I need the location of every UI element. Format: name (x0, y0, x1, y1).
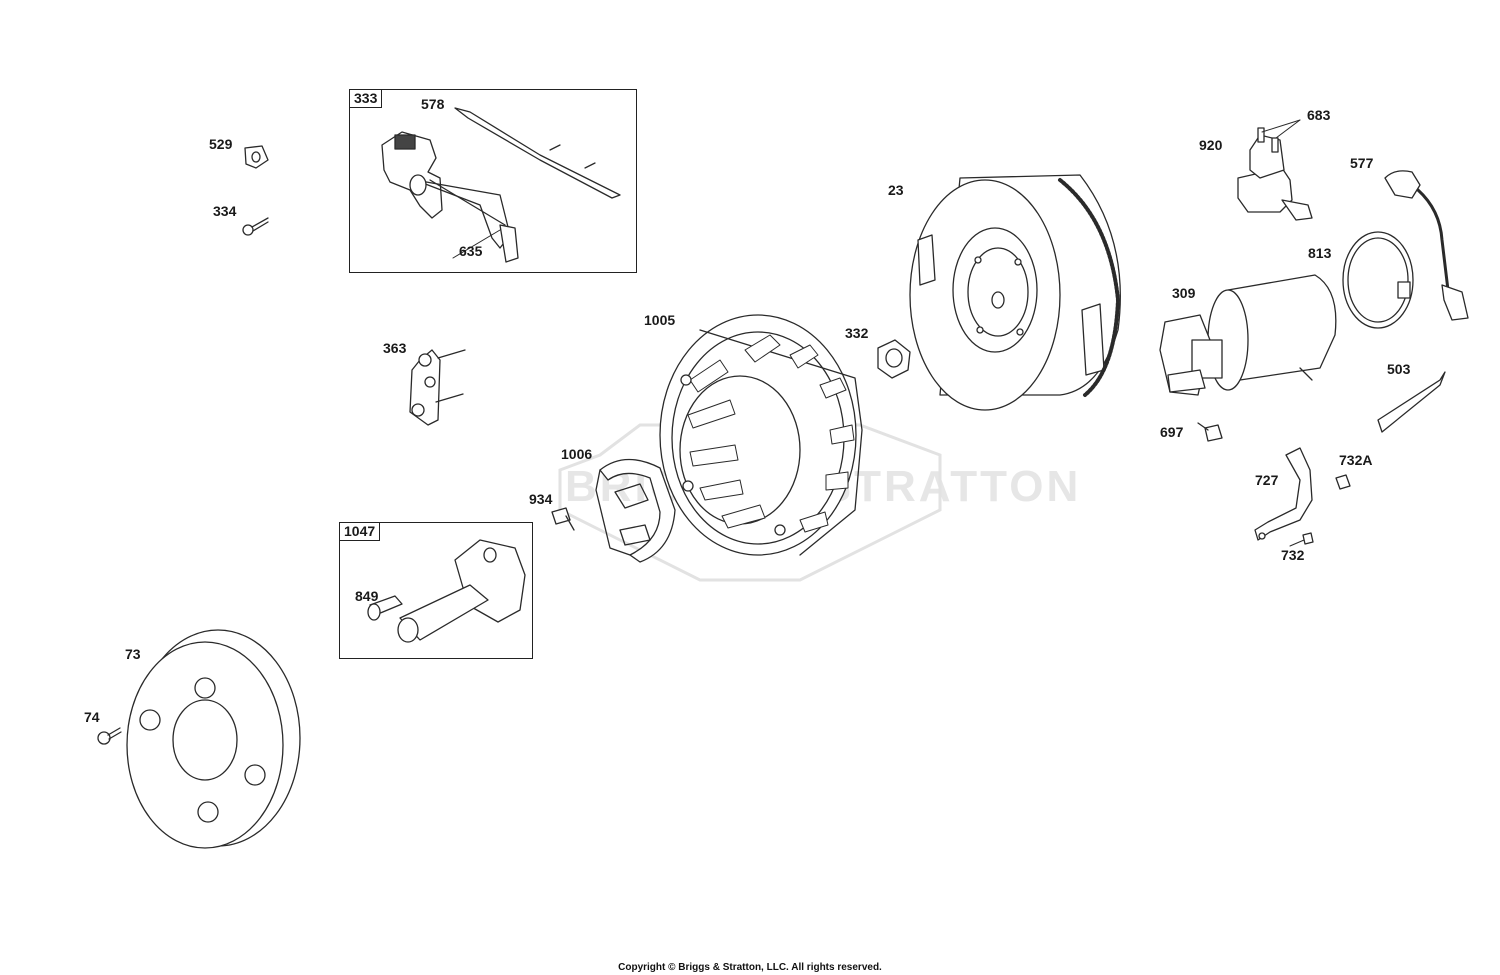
callout-333: 333 (349, 89, 383, 108)
part-332-nut (877, 339, 911, 379)
callout-697: 697 (1160, 424, 1184, 440)
part-813-strap (1342, 231, 1414, 329)
callout-363: 363 (383, 340, 407, 356)
part-934-screw (551, 507, 575, 531)
callout-732A: 732A (1339, 452, 1373, 468)
callout-309: 309 (1172, 285, 1196, 301)
detail-frame-1047 (339, 522, 533, 659)
part-334-screw (242, 217, 269, 236)
callout-920: 920 (1199, 137, 1223, 153)
callout-73: 73 (125, 646, 141, 662)
part-309-starter (1159, 274, 1337, 396)
callout-529: 529 (209, 136, 233, 152)
callout-23: 23 (888, 182, 904, 198)
callout-332: 332 (845, 325, 869, 341)
callout-578: 578 (421, 96, 445, 112)
part-849-key (367, 595, 403, 621)
part-73-guard (126, 629, 301, 849)
part-23-flywheel (909, 174, 1121, 411)
part-333-ignition-module (381, 131, 519, 263)
part-732-nut (1302, 532, 1314, 545)
copyright-notice: Copyright © Briggs & Stratton, LLC. All … (618, 962, 882, 973)
callout-934: 934 (529, 491, 553, 507)
callout-635: 635 (459, 243, 483, 259)
part-503-bracket (1377, 371, 1446, 433)
part-732A-screw (1335, 474, 1351, 490)
part-74-screw (97, 727, 122, 745)
callout-813: 813 (1308, 245, 1332, 261)
callout-732: 732 (1281, 547, 1305, 563)
part-578-wire (454, 107, 621, 199)
part-363-bracket (409, 349, 466, 426)
callout-503: 503 (1387, 361, 1411, 377)
part-727-bracket (1254, 447, 1313, 541)
callout-1005: 1005 (644, 312, 676, 328)
callout-849: 849 (355, 588, 379, 604)
callout-1006: 1006 (561, 446, 593, 462)
callout-683: 683 (1307, 107, 1331, 123)
callout-577: 577 (1350, 155, 1374, 171)
callout-727: 727 (1255, 472, 1279, 488)
part-577-cable (1384, 170, 1469, 321)
callout-1047: 1047 (339, 522, 381, 541)
callout-74: 74 (84, 709, 100, 725)
part-697-screw (1197, 422, 1223, 442)
part-1005-fan (659, 314, 863, 556)
part-529-grommet (244, 145, 269, 169)
callout-334: 334 (213, 203, 237, 219)
part-1047-shaft (397, 539, 526, 643)
part-920-solenoid (1237, 127, 1313, 221)
detail-frame-333 (349, 89, 637, 273)
part-1006-screen (595, 458, 676, 563)
